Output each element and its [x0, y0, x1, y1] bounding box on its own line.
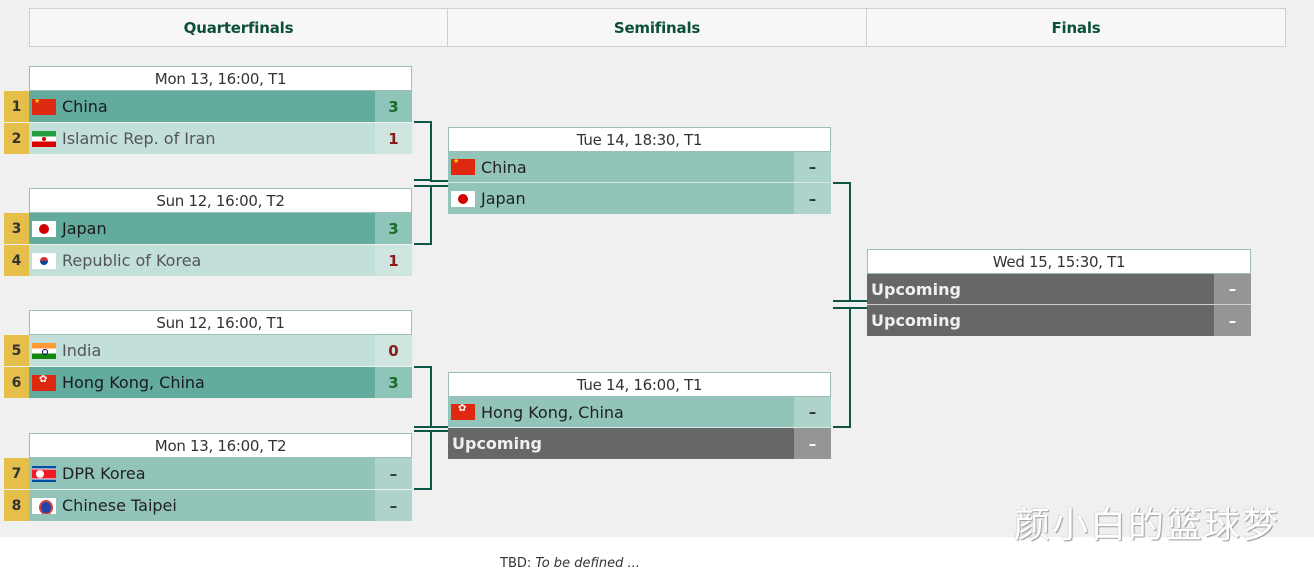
match-date: Mon 13, 16:00, T1	[29, 66, 412, 91]
team-name: Republic of Korea	[62, 251, 202, 270]
bracket-connector	[833, 307, 851, 428]
quarterfinal-match-3[interactable]: Sun 12, 16:00, T1 India 0 Hong Kong, Chi…	[29, 310, 412, 398]
team-score: 1	[375, 245, 412, 276]
team-row[interactable]: China 3	[29, 91, 412, 122]
team-row[interactable]: Hong Kong, China 3	[29, 367, 412, 398]
semifinal-match-1[interactable]: Tue 14, 18:30, T1 China – Japan –	[448, 127, 831, 215]
team-score: 1	[375, 123, 412, 154]
semifinal-match-2[interactable]: Tue 14, 16:00, T1 Hong Kong, China – Upc…	[448, 372, 831, 460]
hong-kong-flag-icon	[451, 404, 475, 420]
team-score: 3	[375, 213, 412, 244]
team-row[interactable]: India 0	[29, 335, 412, 366]
team-name: Hong Kong, China	[62, 373, 205, 392]
team-score: –	[794, 428, 831, 459]
bracket-connector	[414, 185, 432, 245]
team-name: Japan	[481, 189, 526, 208]
team-name: Japan	[62, 219, 107, 238]
team-row[interactable]: Japan –	[448, 183, 831, 214]
seed-badge: 4	[4, 245, 29, 276]
iran-flag-icon	[32, 130, 56, 147]
dpr-korea-flag-icon	[32, 465, 56, 482]
watermark: 颜小白的篮球梦	[1014, 505, 1281, 546]
seed-badge: 8	[4, 490, 29, 521]
seed-badge: 6	[4, 367, 29, 398]
team-score: –	[794, 397, 831, 427]
team-name: China	[62, 97, 108, 116]
bracket-connector	[849, 300, 867, 302]
team-name: China	[481, 157, 527, 177]
round-header-finals: Finals	[866, 8, 1286, 47]
india-flag-icon	[32, 342, 56, 359]
seed-badge: 5	[4, 335, 29, 366]
team-row[interactable]: Upcoming –	[448, 428, 831, 459]
team-row[interactable]: Republic of Korea 1	[29, 245, 412, 276]
team-name: Islamic Rep. of Iran	[62, 129, 216, 148]
team-row[interactable]: Hong Kong, China –	[448, 397, 831, 428]
team-score: 0	[375, 335, 412, 366]
team-name: Upcoming	[867, 274, 1214, 304]
seed-badge: 3	[4, 213, 29, 244]
bracket-connector	[414, 430, 432, 490]
team-name: Hong Kong, China	[481, 402, 624, 422]
bracket-connector	[430, 430, 448, 432]
seed-badge: 1	[4, 91, 29, 122]
team-name: India	[62, 341, 102, 360]
final-match[interactable]: Wed 15, 15:30, T1 Upcoming – Upcoming –	[867, 249, 1251, 337]
team-score: –	[1214, 274, 1251, 304]
team-score: 3	[375, 367, 412, 398]
team-row[interactable]: DPR Korea –	[29, 458, 412, 489]
team-row[interactable]: Chinese Taipei –	[29, 490, 412, 521]
round-header-quarterfinals: Quarterfinals	[29, 8, 448, 47]
team-name: Upcoming	[867, 305, 1214, 336]
quarterfinal-match-1[interactable]: Mon 13, 16:00, T1 China 3 Islamic Rep. o…	[29, 66, 412, 154]
team-score: –	[375, 458, 412, 489]
team-name: DPR Korea	[62, 464, 146, 483]
bracket-connector	[430, 185, 448, 187]
hong-kong-flag-icon	[32, 374, 56, 391]
china-flag-icon	[451, 159, 475, 175]
bracket-connector	[849, 307, 867, 309]
team-score: –	[794, 183, 831, 214]
team-score: –	[1214, 305, 1251, 336]
china-flag-icon	[32, 98, 56, 115]
match-date: Tue 14, 18:30, T1	[448, 127, 831, 152]
match-date: Wed 15, 15:30, T1	[867, 249, 1251, 274]
match-date: Tue 14, 16:00, T1	[448, 372, 831, 397]
bracket-connector	[414, 121, 432, 181]
bracket-connector	[430, 180, 448, 182]
team-row[interactable]: Islamic Rep. of Iran 1	[29, 123, 412, 154]
team-score: 3	[375, 91, 412, 122]
match-date: Sun 12, 16:00, T1	[29, 310, 412, 335]
chinese-taipei-flag-icon	[32, 497, 56, 514]
team-score: –	[794, 152, 831, 182]
bracket-connector	[414, 366, 432, 428]
team-row[interactable]: Upcoming –	[867, 274, 1251, 305]
team-row[interactable]: Japan 3	[29, 213, 412, 244]
team-name: Chinese Taipei	[62, 496, 177, 515]
korea-flag-icon	[32, 252, 56, 269]
team-name: Upcoming	[448, 428, 794, 459]
japan-flag-icon	[451, 190, 475, 207]
seed-badge: 7	[4, 458, 29, 489]
team-score: –	[375, 490, 412, 521]
round-header-semifinals: Semifinals	[447, 8, 867, 47]
japan-flag-icon	[32, 220, 56, 237]
bracket-connector	[833, 182, 851, 302]
match-date: Mon 13, 16:00, T2	[29, 433, 412, 458]
seed-badge: 2	[4, 123, 29, 154]
quarterfinal-match-2[interactable]: Sun 12, 16:00, T2 Japan 3 Republic of Ko…	[29, 188, 412, 276]
team-row[interactable]: China –	[448, 152, 831, 183]
bracket-connector	[430, 426, 448, 428]
team-row[interactable]: Upcoming –	[867, 305, 1251, 336]
match-date: Sun 12, 16:00, T2	[29, 188, 412, 213]
bracket-stage: Quarterfinals Semifinals Finals Mon 13, …	[0, 0, 1314, 537]
quarterfinal-match-4[interactable]: Mon 13, 16:00, T2 DPR Korea – Chinese Ta…	[29, 433, 412, 521]
